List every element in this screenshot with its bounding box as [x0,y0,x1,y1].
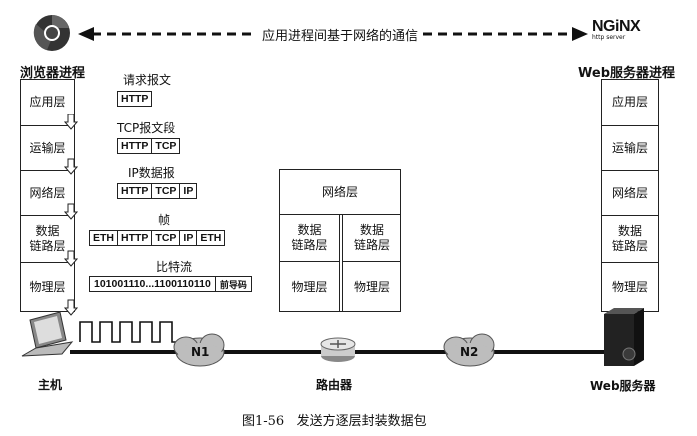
request-label: 请求报文 [123,73,172,87]
packet-cell: HTTP [117,230,153,246]
laptop-icon [21,311,74,357]
browser-layer-stack: 应用层 运输层 网络层 数据 链路层 物理层 [20,79,75,312]
browser-layer-network: 网络层 [21,170,74,215]
ip-datagram-label: IP数据报 [128,166,175,180]
nginx-logo: NGiNX http server [592,18,662,52]
server-layer-transport: 运输层 [602,125,658,170]
cloud-n1-label: N1 [191,345,210,359]
preamble-cell: 前导码 [214,276,252,292]
router-layer-physical-right: 物理层 [343,261,401,313]
tcp-packet: HTTP TCP [117,138,181,154]
router-layer-datalink-left: 数据 链路层 [291,223,328,252]
communication-label: 应用进程间基于网络的通信 [262,29,419,44]
router-icon [320,337,356,362]
figure-caption: 图1-56 发送方逐层封装数据包 [242,414,427,429]
packet-cell: TCP [151,138,181,154]
packet-cell: IP [179,230,198,246]
server-layer-datalink: 数据 链路层 [602,215,658,262]
web-server-label: Web服务器 [590,379,656,393]
nginx-logo-text: NGiNX [592,18,641,35]
bitstream-value: 101001110...1100110110 [89,276,216,292]
server-layer-physical: 物理层 [602,262,658,311]
server-tower-icon [604,308,644,366]
packet-cell: TCP [151,230,181,246]
communication-arrow [78,27,588,41]
router-layer-datalink-right: 数据 链路层 [353,223,390,252]
packet-cell: ETH [89,230,118,246]
packet-cell: IP [179,183,198,199]
server-layer-stack: 应用层 运输层 网络层 数据 链路层 物理层 [601,79,659,312]
router-label: 路由器 [316,378,353,392]
server-process-title: Web服务器进程 [578,66,675,81]
bitstream-label: 比特流 [156,260,193,274]
browser-layer-datalink: 数据 链路层 [21,215,74,262]
frame-label: 帧 [158,213,171,227]
browser-layer-transport: 运输层 [21,125,74,170]
cloud-n2-label: N2 [460,345,479,359]
server-layer-application: 应用层 [611,94,648,109]
packet-cell: HTTP [117,91,153,107]
browser-layer-application: 应用层 [29,94,66,109]
tcp-segment-label: TCP报文段 [117,121,176,135]
chrome-icon [33,14,71,52]
nginx-logo-subtext: http server [592,34,626,41]
frame-packet: ETH HTTP TCP IP ETH [89,230,226,246]
browser-process-title: 浏览器进程 [20,66,86,81]
signal-wave [79,321,180,343]
browser-layer-physical: 物理层 [21,262,74,311]
host-label: 主机 [38,378,63,392]
ip-packet: HTTP TCP IP [117,183,198,199]
router-layer-physical-left: 物理层 [280,261,339,313]
packet-cell: HTTP [117,138,153,154]
cloud-n1-icon [173,333,225,367]
server-layer-network: 网络层 [602,170,658,215]
cloud-n2-icon [443,333,495,367]
network-topology [21,308,644,367]
down-arrows [64,114,78,316]
request-packet: HTTP [117,91,153,107]
packet-cell: HTTP [117,183,153,199]
router-layer-stack: 网络层 数据 链路层 物理层 数据 链路层 物理层 [279,169,401,312]
bitstream-packet: 101001110...1100110110 前导码 [89,276,252,292]
packet-cell: TCP [151,183,181,199]
router-layer-network: 网络层 [321,184,358,199]
packet-cell: ETH [196,230,226,246]
